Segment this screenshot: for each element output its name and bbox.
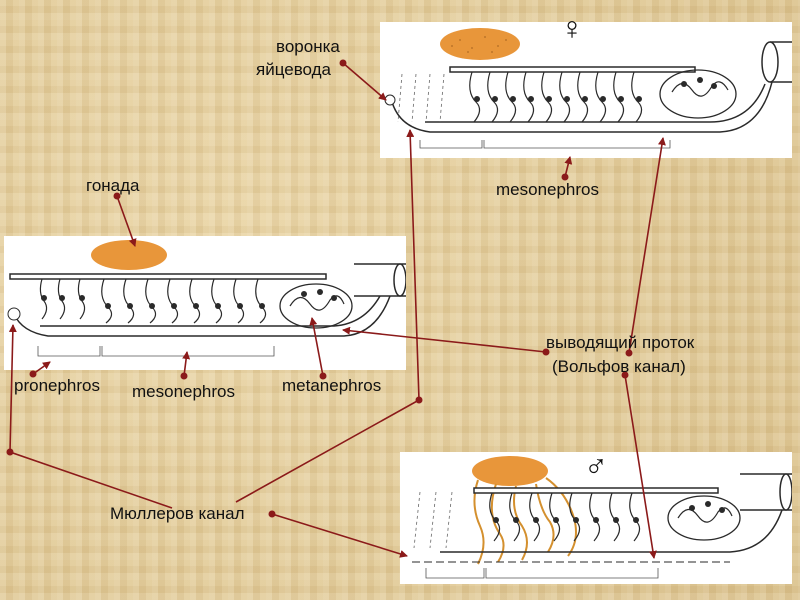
label-pronephros: pronephros (14, 376, 101, 395)
label-mesonephros-female: mesonephros (496, 180, 600, 199)
male-symbol-icon: ♂ (584, 448, 608, 484)
female-diagram-panel (380, 22, 792, 158)
female-urogenital-diagram (384, 28, 792, 149)
label-oviduct-funnel-2: яйцевода (256, 60, 331, 79)
male-gonad (472, 456, 548, 486)
male-urogenital-diagram (412, 456, 792, 579)
label-gonad: гонада (86, 176, 140, 195)
label-wolffian-1: выводящий проток (546, 333, 695, 352)
label-mullerian: Мюллеров канал (110, 504, 245, 523)
label-wolffian-2: (Вольфов канал) (552, 357, 686, 376)
leader-wolffian-top (628, 137, 666, 354)
female-symbol-icon: ♀ (560, 10, 584, 46)
label-metanephros: metanephros (282, 376, 382, 395)
indifferent-gonad (91, 240, 167, 270)
male-diagram-panel (400, 452, 792, 584)
female-gonad (440, 28, 520, 60)
indifferent-urogenital-diagram (7, 240, 406, 357)
label-mesonephros: mesonephros (132, 382, 236, 401)
label-oviduct-funnel-1: воронка (276, 37, 340, 56)
indifferent-diagram-panel (4, 236, 406, 370)
leader-mullerian-bottom (271, 513, 408, 558)
leader-mesonephros-female (564, 156, 573, 178)
